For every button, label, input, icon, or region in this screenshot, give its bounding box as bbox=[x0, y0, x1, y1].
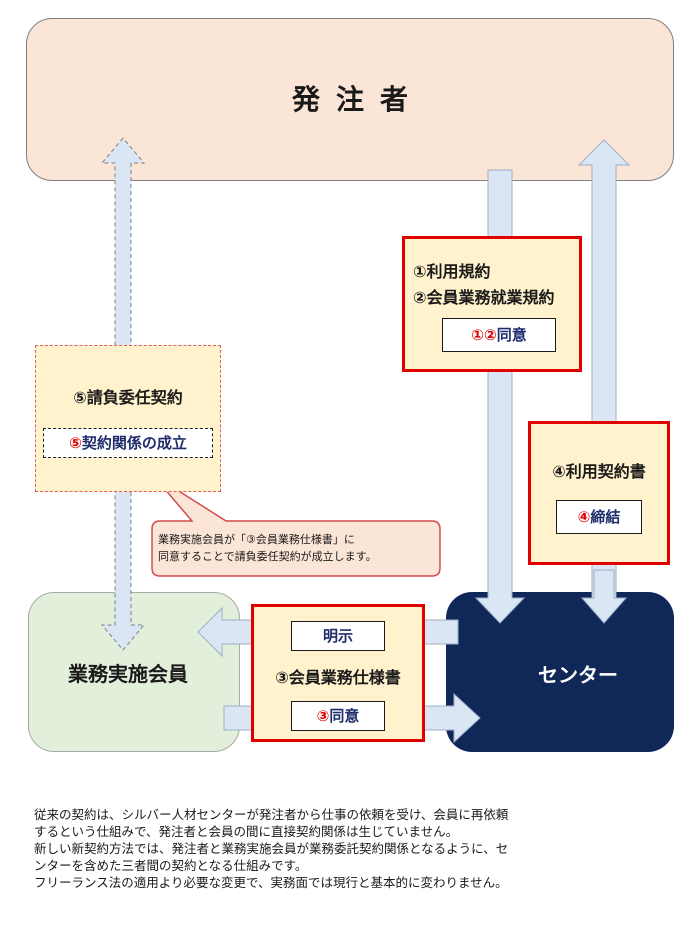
spec-label: ③会員業務仕様書 bbox=[275, 668, 401, 687]
conclude-word: 締結 bbox=[590, 508, 621, 526]
callout-balloon bbox=[151, 473, 441, 577]
established-word: 契約関係の成立 bbox=[81, 434, 187, 452]
down-arrow-to-center bbox=[580, 569, 628, 624]
callout-text: 業務実施会員が「③会員業務仕様書」に 同意することで請負委任契約が成立します。 bbox=[158, 531, 438, 565]
client-label: 発注者 bbox=[291, 83, 424, 116]
established-label: ⑤契約関係の成立 bbox=[43, 428, 213, 458]
callout-line-1: 業務実施会員が「③会員業務仕様書」に bbox=[158, 533, 355, 546]
usage-contract-box bbox=[528, 421, 670, 565]
agree-3-word: 同意 bbox=[329, 707, 360, 725]
center-box bbox=[446, 592, 674, 752]
rule-terms-of-use: ①利用規約 bbox=[413, 262, 491, 281]
rule-member-work-regulations: ②会員業務就業規約 bbox=[413, 288, 555, 307]
established-num: ⑤ bbox=[69, 434, 82, 452]
footnote-line-5: フリーランス法の適用より必要な変更で、実務面では現行と基本的に変わりません。 bbox=[34, 875, 508, 890]
usage-contract-label: ④利用契約書 bbox=[552, 462, 646, 481]
agree-12-num: ①② bbox=[471, 326, 497, 344]
conclude-label: ④締結 bbox=[556, 500, 642, 534]
subcontract-box bbox=[35, 345, 221, 492]
conclude-num: ④ bbox=[577, 508, 591, 526]
clarify-word: 明示 bbox=[322, 627, 353, 645]
clarify-label: 明示 bbox=[291, 621, 385, 651]
callout-line-2: 同意することで請負委任契約が成立します。 bbox=[158, 550, 377, 563]
member-box bbox=[28, 592, 240, 752]
agree-12-word: 同意 bbox=[496, 326, 527, 344]
footnote-line-1: 従来の契約は、シルバー人材センターが発注者から仕事の依頼を受け、会員に再依頼 bbox=[34, 807, 509, 822]
subcontract-label: ⑤請負委任契約 bbox=[73, 388, 183, 407]
center-label: センター bbox=[538, 663, 618, 687]
footnote-line-3: 新しい新契約方法では、発注者と業務実施会員が業務委託契約関係となるように、セ bbox=[34, 841, 509, 856]
footnote-line-2: するという仕組みで、発注者と会員の間に直接契約関係は生じていません。 bbox=[34, 824, 459, 839]
member-label: 業務実施会員 bbox=[68, 662, 188, 686]
footnote-line-4: ンターを含めた三者間の契約となる仕組みです。 bbox=[34, 858, 308, 873]
agree-12-label: ①②同意 bbox=[442, 318, 556, 352]
agree-3-num: ③ bbox=[316, 707, 330, 725]
agree-3-label: ③同意 bbox=[291, 701, 385, 731]
footnote: 従来の契約は、シルバー人材センターが発注者から仕事の依頼を受け、会員に再依頼 す… bbox=[34, 806, 674, 891]
